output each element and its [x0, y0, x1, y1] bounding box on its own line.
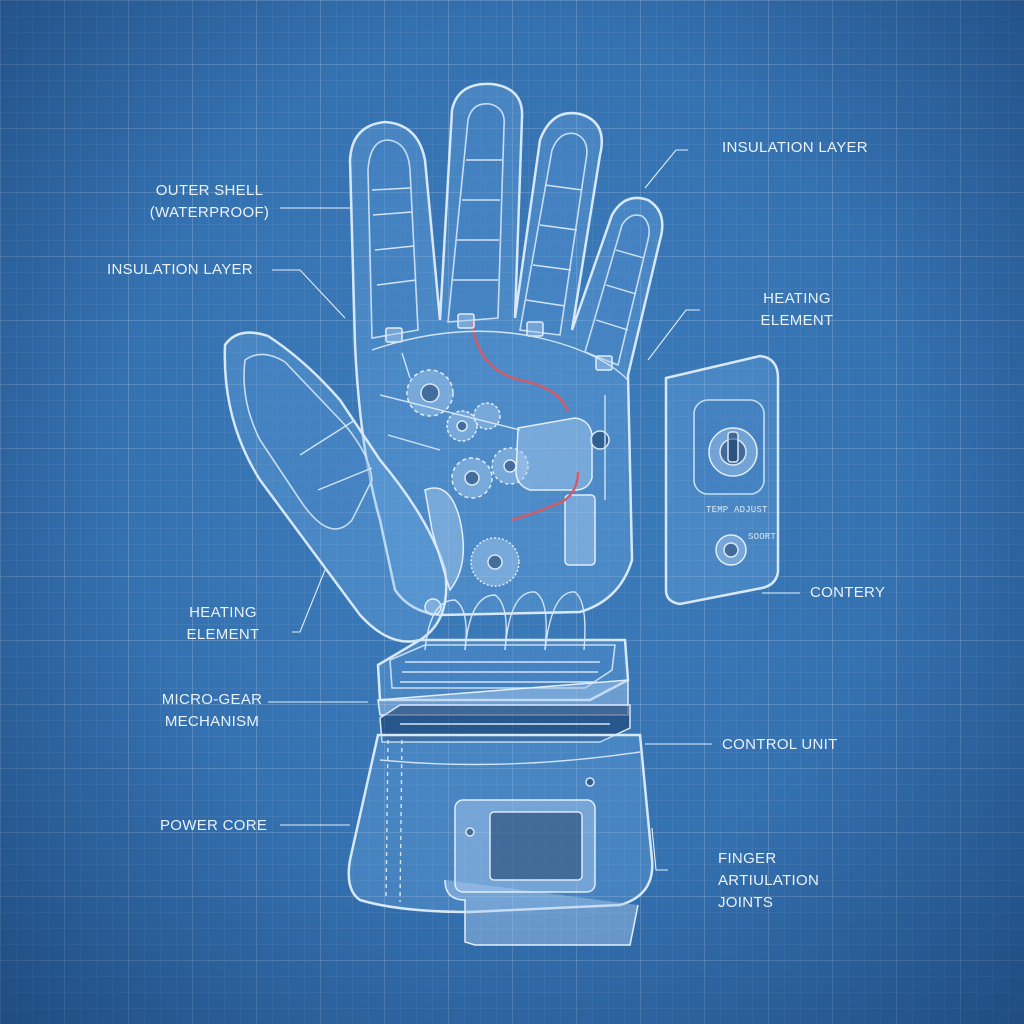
finger-joints — [371, 313, 629, 381]
label-finger-joints-line1: FINGER — [718, 850, 777, 867]
label-insulation-layer-left: INSULATION LAYER — [107, 261, 253, 278]
insulation-layer-fingers — [367, 103, 650, 367]
heating-wires — [470, 321, 580, 522]
label-finger-joints-line2: ARTIULATION — [718, 872, 820, 889]
label-insulation-layer-right: INSULATION LAYER — [722, 139, 868, 156]
label-heating-element-left-line1: HEATING — [189, 604, 257, 621]
label-contery: CONTERY — [810, 584, 886, 601]
label-finger-joints-line3: JOINTS — [718, 894, 774, 911]
label-power-core: POWER CORE — [160, 817, 268, 834]
control-unit-panel — [664, 354, 780, 606]
label-micro-gear-line1: MICRO-GEAR — [161, 691, 263, 708]
label-outer-shell-line1: OUTER SHELL — [155, 182, 264, 199]
label-heating-element-right-line2: ELEMENT — [760, 312, 834, 329]
glove-thumb — [223, 331, 448, 643]
leader-lines — [268, 149, 800, 871]
label-outer-shell-line2: (WATERPROOF) — [149, 204, 270, 221]
label-heating-element-right: HEATING ELEMENT — [742, 288, 852, 332]
label-heating-element-right-line1: HEATING — [763, 290, 831, 307]
label-control-unit: CONTROL UNIT — [722, 736, 838, 753]
label-micro-gear-line2: MECHANISM — [164, 713, 260, 730]
glove-outer-shell — [348, 82, 664, 617]
label-heating-element-left-line2: ELEMENT — [186, 626, 260, 643]
label-outer-shell: OUTER SHELL (WATERPROOF) — [132, 180, 287, 224]
label-finger-joints: FINGER ARTIULATION JOINTS — [718, 848, 819, 914]
panel-soort: SOORT — [748, 532, 777, 542]
label-heating-element-left: HEATING ELEMENT — [168, 602, 278, 646]
micro-gear-mechanism — [387, 352, 529, 592]
actuator-box — [379, 394, 610, 566]
power-core — [454, 777, 596, 893]
panel-temp-adjust: TEMP ADJUST — [706, 505, 768, 515]
heating-element-coils — [376, 591, 631, 743]
label-micro-gear: MICRO-GEAR MECHANISM — [152, 689, 272, 733]
